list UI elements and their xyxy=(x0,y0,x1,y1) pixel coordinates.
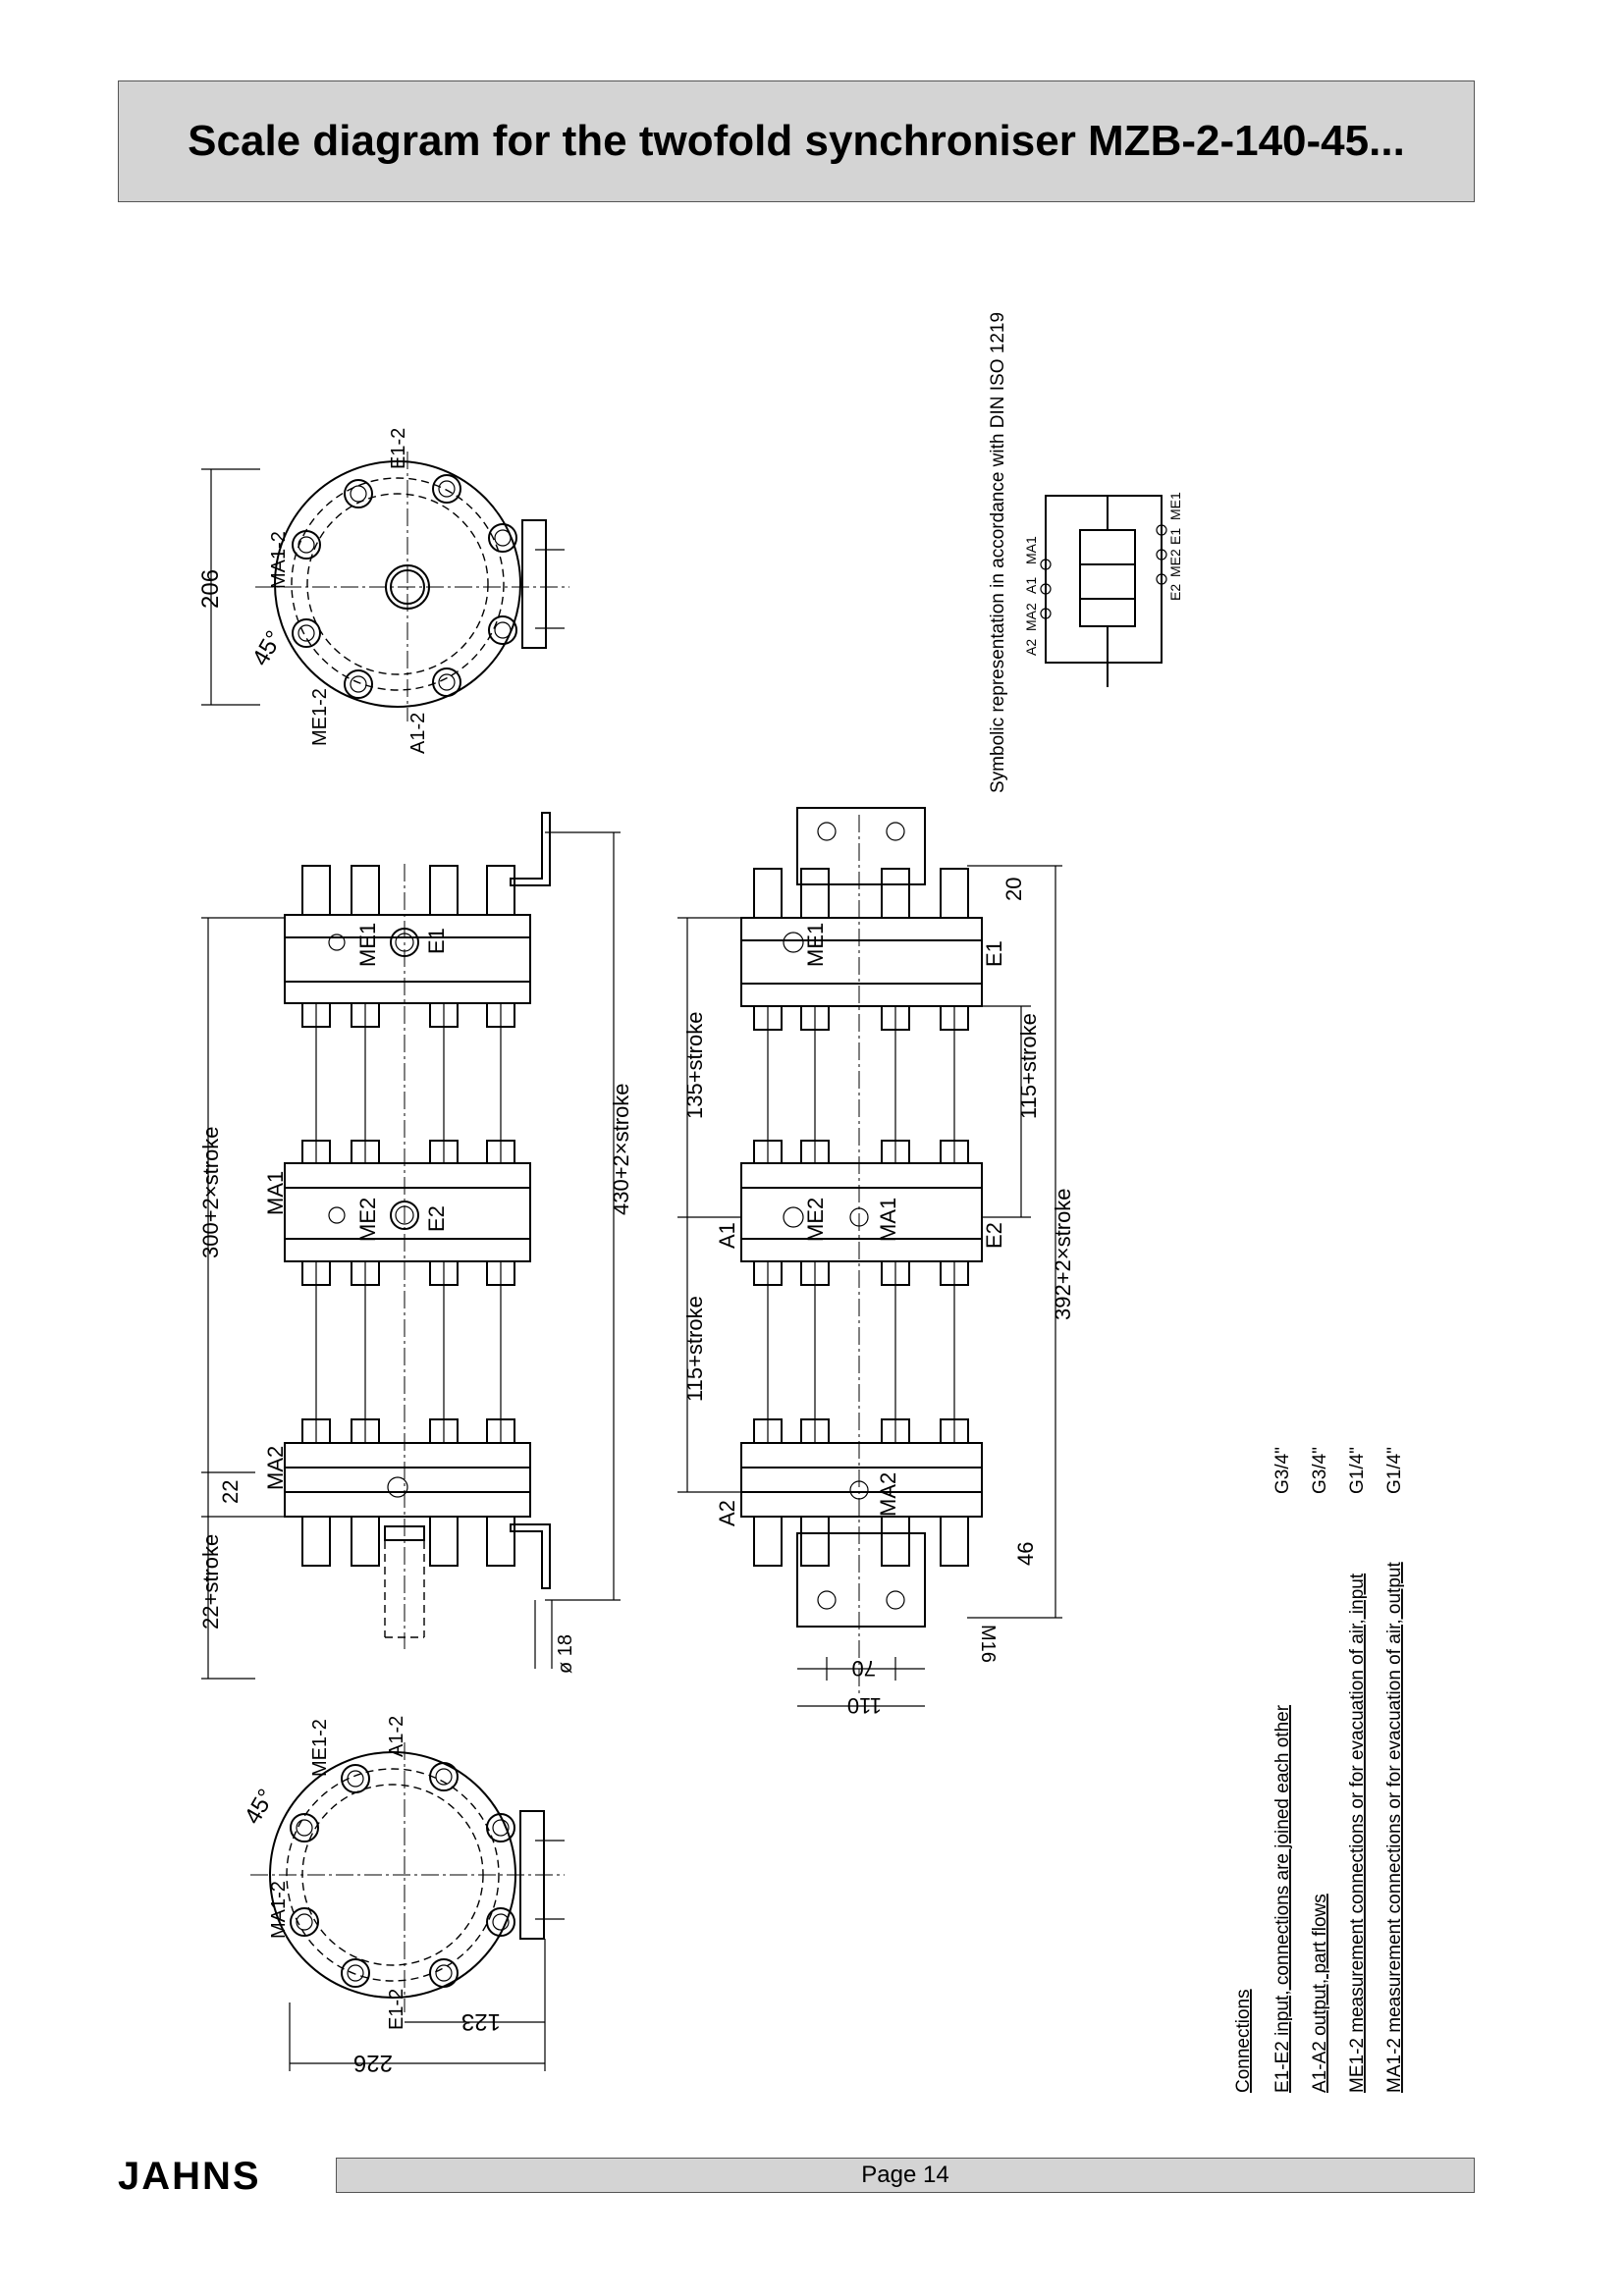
dim-135-stroke: 135+stroke xyxy=(682,1012,707,1119)
top-flange-view: 206 E1-2 MA1-2 ME1-2 A1-2 45° xyxy=(197,428,569,754)
left-label-me2: ME2 xyxy=(355,1198,380,1242)
sym-port-e1: E1 xyxy=(1167,528,1183,545)
label-a12-bottom: A1-2 xyxy=(386,1716,407,1757)
left-label-ma2: MA2 xyxy=(263,1446,288,1490)
dim-392-stroke: 392+2×stroke xyxy=(1051,1188,1075,1320)
label-e12-top: E1-2 xyxy=(388,428,409,469)
dim-22-stroke: 22+stroke xyxy=(198,1534,223,1629)
left-label-me1: ME1 xyxy=(355,923,380,967)
jahns-logo: JAHNS xyxy=(118,2158,261,2193)
left-label-e2: E2 xyxy=(424,1205,449,1232)
label-angle-top: 45° xyxy=(247,626,289,670)
symbolic-caption: Symbolic representation in accordance wi… xyxy=(988,312,1008,793)
dim-115-stroke-b: 115+stroke xyxy=(1016,1013,1041,1119)
right-label-e1: E1 xyxy=(982,940,1006,967)
sym-port-ma1: MA1 xyxy=(1023,536,1039,564)
dim-123: 123 xyxy=(461,2008,501,2035)
right-label-me1: ME1 xyxy=(803,923,828,967)
page-number: Page 14 xyxy=(861,2162,949,2188)
label-ma12-bottom: MA1-2 xyxy=(268,1881,290,1939)
connection-row-3-size: G1/4" xyxy=(1347,1447,1368,1494)
jahns-logo-text: JAHNS xyxy=(118,2158,261,2193)
sym-port-ma2: MA2 xyxy=(1023,603,1039,631)
dim-430-stroke: 430+2×stroke xyxy=(609,1083,633,1215)
connection-row-2-size: G3/4" xyxy=(1310,1447,1330,1494)
bottom-flange-view: 226 123 ME1-2 A1-2 MA1-2 E1-2 45° xyxy=(240,1716,565,2076)
label-ma12-top: MA1-2 xyxy=(268,531,290,589)
dim-m16: M16 xyxy=(977,1625,999,1663)
dim-206: 206 xyxy=(197,569,224,609)
dim-46: 46 xyxy=(1013,1542,1038,1566)
left-assembly-view: ME1 E1 MA1 ME2 E2 MA2 300+2×stroke 22 22… xyxy=(198,812,633,1680)
connection-row-1-text: E1-E2 input, connections are joined each… xyxy=(1272,1704,1293,2093)
left-label-ma1: MA1 xyxy=(263,1171,288,1215)
page-title: Scale diagram for the twofold synchronis… xyxy=(188,117,1405,165)
sym-port-me1: ME1 xyxy=(1167,492,1183,520)
dim-22: 22 xyxy=(218,1480,243,1504)
symbolic-representation: Symbolic representation in accordance wi… xyxy=(988,312,1183,793)
label-angle-bottom: 45° xyxy=(240,1785,281,1829)
connections-heading: Connections xyxy=(1233,1989,1254,2093)
right-label-ma2: MA2 xyxy=(876,1472,900,1517)
connection-row-3-text: ME1-2 measurement connections or for eva… xyxy=(1347,1573,1368,2093)
connection-row-4-size: G1/4" xyxy=(1384,1447,1405,1494)
label-a12-top: A1-2 xyxy=(407,713,429,754)
sym-port-e2: E2 xyxy=(1167,584,1183,601)
sym-port-me2: ME2 xyxy=(1167,549,1183,577)
connection-row-2-text: A1-A2 output, part flows xyxy=(1310,1894,1330,2093)
dim-110: 110 xyxy=(847,1693,882,1718)
dim-70: 70 xyxy=(852,1656,876,1681)
dim-300-stroke: 300+2×stroke xyxy=(198,1126,223,1258)
label-e12-bottom: E1-2 xyxy=(386,1989,407,2030)
right-label-ma1: MA1 xyxy=(876,1198,900,1242)
label-me12-top: ME1-2 xyxy=(309,688,331,746)
label-me12-bottom: ME1-2 xyxy=(309,1719,331,1777)
connection-row-1-size: G3/4" xyxy=(1272,1447,1293,1494)
dim-d18: ø 18 xyxy=(555,1634,576,1674)
footer-bar: Page 14 xyxy=(336,2158,1475,2193)
left-label-e1: E1 xyxy=(424,928,449,954)
right-label-a2: A2 xyxy=(715,1500,739,1526)
title-box: Scale diagram for the twofold synchronis… xyxy=(118,80,1475,202)
right-assembly-view: ME1 E1 A1 ME2 MA1 E2 A2 MA2 135+stroke 1… xyxy=(677,807,1075,1718)
right-label-e2: E2 xyxy=(982,1222,1006,1249)
dim-226: 226 xyxy=(353,2050,393,2076)
right-label-me2: ME2 xyxy=(803,1198,828,1242)
right-label-a1: A1 xyxy=(715,1222,739,1249)
connections-table: Connections E1-E2 input, connections are… xyxy=(1233,1447,1405,2093)
dim-115-stroke-a: 115+stroke xyxy=(682,1296,707,1402)
connection-row-4-text: MA1-2 measurement connections or for eva… xyxy=(1384,1562,1405,2093)
dim-20: 20 xyxy=(1001,878,1026,901)
sym-port-a1: A1 xyxy=(1023,577,1039,594)
sym-port-a2: A2 xyxy=(1023,639,1039,656)
